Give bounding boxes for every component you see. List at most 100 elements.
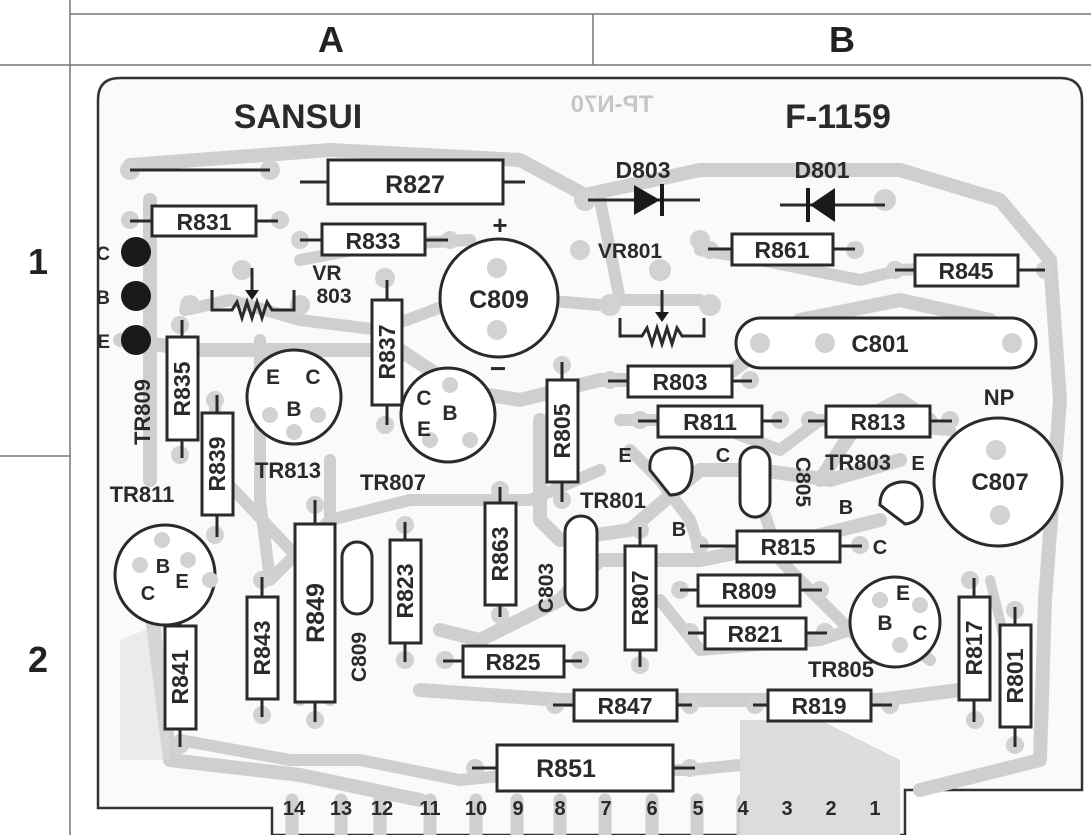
tr803-pin-b: B xyxy=(839,497,853,519)
resistor-r845-label: R845 xyxy=(939,258,994,284)
tr801-pin-e: E xyxy=(618,445,631,467)
grid-column-b: B xyxy=(829,19,855,60)
resistor-r809-label: R809 xyxy=(722,578,777,604)
terminal-2: 2 xyxy=(825,798,836,820)
terminal-12: 12 xyxy=(371,798,393,820)
diodes: D803 D801 xyxy=(588,157,885,222)
grid-row-2: 2 xyxy=(28,639,48,680)
terminal-9: 9 xyxy=(512,798,523,820)
grid-column-a: A xyxy=(318,19,344,60)
resistor-r849-label: R849 xyxy=(302,583,330,643)
vr801-label: VR801 xyxy=(598,240,663,263)
tr807-pin-b: B xyxy=(442,402,457,425)
transistor-tr805-label: TR805 xyxy=(808,657,874,682)
transistor-tr807-label: TR807 xyxy=(360,470,426,495)
tr807-pin-c: C xyxy=(416,387,431,410)
transistor-tr813-label: TR813 xyxy=(255,458,321,483)
resistor-r851-label: R851 xyxy=(536,755,596,783)
terminal-13: 13 xyxy=(330,798,352,820)
capacitor-c807-label: C807 xyxy=(971,469,1028,496)
vr803-label-line2: 803 xyxy=(316,285,351,308)
resistor-r843-label: R843 xyxy=(249,621,275,676)
resistor-r825-label: R825 xyxy=(486,649,541,675)
transistor-tr801-label: TR801 xyxy=(580,488,646,513)
board-id: F-1159 xyxy=(785,98,891,136)
capacitor-c809-small-label: C809 xyxy=(348,632,371,682)
resistor-r807-label: R807 xyxy=(627,571,653,626)
resistors: R827 R831 R833 R861 R845 R837 R835 R839 xyxy=(130,158,1045,793)
tr803-pin-c: C xyxy=(873,537,887,559)
board-code-mirrored: TP-N70 xyxy=(571,91,654,118)
terminal-5: 5 xyxy=(692,798,703,820)
capacitor-c803-label: C803 xyxy=(535,563,558,613)
capacitor-minus-mark: − xyxy=(490,353,506,384)
connector-pin-e-label: E xyxy=(97,332,110,353)
transistor-tr809-label: TR809 xyxy=(130,379,155,445)
variable-resistors: VR 803 VR801 xyxy=(210,240,706,350)
board-outline xyxy=(96,76,1084,835)
resistor-r823-label: R823 xyxy=(392,564,418,619)
terminal-7: 7 xyxy=(600,798,611,820)
tr813-pin-c: C xyxy=(305,366,320,389)
tr811-pin-c: C xyxy=(141,583,155,605)
terminal-3: 3 xyxy=(781,798,792,820)
capacitor-c809-label: C809 xyxy=(469,286,529,314)
tr805-pin-b: B xyxy=(877,612,892,635)
capacitor-c801-label: C801 xyxy=(851,331,908,358)
diode-d801-label: D801 xyxy=(795,157,850,183)
terminal-11: 11 xyxy=(419,798,440,820)
tr807-pin-e: E xyxy=(417,418,431,441)
resistor-r811-label: R811 xyxy=(683,409,737,435)
transistors: E C B TR813 C B E TR807 B C E TR811 TR80… xyxy=(110,348,942,682)
terminal-8: 8 xyxy=(554,798,565,820)
resistor-r827-label: R827 xyxy=(385,171,445,199)
capacitor-c805-label: C805 xyxy=(791,457,814,508)
resistor-r821-label: R821 xyxy=(728,621,783,647)
resistor-r819-label: R819 xyxy=(792,693,847,719)
terminal-6: 6 xyxy=(646,798,657,820)
tr805-pin-e: E xyxy=(896,582,910,605)
tr801-pin-c: C xyxy=(716,445,730,467)
terminal-10: 10 xyxy=(465,798,487,820)
resistor-r805-label: R805 xyxy=(549,403,575,458)
tr805-pin-c: C xyxy=(912,622,927,645)
terminal-numbers: 14 13 12 11 10 9 8 7 6 5 4 3 2 1 xyxy=(283,798,881,820)
resistor-r833-label: R833 xyxy=(346,228,401,254)
tr813-pin-e: E xyxy=(266,366,280,389)
resistor-r815-label: R815 xyxy=(761,534,816,560)
capacitor-np-mark: NP xyxy=(984,385,1015,410)
connector-pins: C B E xyxy=(96,237,151,355)
tr811-pin-b: B xyxy=(156,556,170,578)
resistor-r839-label: R839 xyxy=(204,437,230,492)
resistor-r831-label: R831 xyxy=(177,209,232,235)
capacitor-plus-mark: + xyxy=(492,210,507,240)
grid-row-1: 1 xyxy=(28,241,48,282)
resistor-r813-label: R813 xyxy=(851,409,906,435)
terminal-1: 1 xyxy=(869,798,880,820)
resistor-r837-label: R837 xyxy=(374,325,400,380)
tr801-pin-b: B xyxy=(672,519,686,541)
tr811-pin-e: E xyxy=(175,571,188,593)
connector-pin-c-label: C xyxy=(96,244,110,265)
diode-d803-label: D803 xyxy=(616,157,671,183)
terminal-4: 4 xyxy=(737,798,749,820)
vr803-label-line1: VR xyxy=(312,262,341,285)
resistor-r835-label: R835 xyxy=(169,361,195,416)
resistor-r817-label: R817 xyxy=(961,621,987,676)
resistor-r863-label: R863 xyxy=(487,527,513,582)
resistor-r847-label: R847 xyxy=(598,693,653,719)
tr813-pin-b: B xyxy=(286,398,301,421)
connector-pin-b-label: B xyxy=(96,288,110,309)
board-brand: SANSUI xyxy=(234,98,362,136)
transistor-tr803-label: TR803 xyxy=(825,450,891,475)
resistor-r803-label: R803 xyxy=(653,369,708,395)
capacitors: C809 + − C801 C807 NP C805 C803 C809 xyxy=(340,210,1064,682)
resistor-r801-label: R801 xyxy=(1002,648,1028,703)
terminal-14: 14 xyxy=(283,798,306,820)
resistor-r861-label: R861 xyxy=(755,237,810,263)
transistor-tr811-label: TR811 xyxy=(110,482,175,507)
tr803-pin-e: E xyxy=(911,453,924,475)
resistor-r841-label: R841 xyxy=(167,649,193,704)
